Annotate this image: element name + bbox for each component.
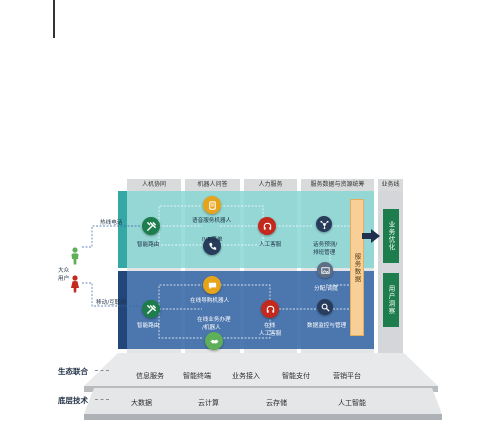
ecosystem-item-terminal: 智能终端: [183, 372, 211, 380]
headset-icon-bottom: [261, 300, 279, 318]
corner-line: [53, 0, 55, 38]
routing-label-bottom: 智能路由: [137, 323, 160, 329]
base-item-cloud-storage: 云存储: [266, 399, 287, 407]
channel-mobile-internet: 移动/互联网: [96, 300, 126, 306]
dispatch-label-2: 排班管理: [313, 250, 336, 256]
top-band-edge: [118, 191, 127, 268]
ecosystem-item-access: 业务接入: [232, 372, 260, 380]
person-icon: [70, 247, 80, 265]
ecosystem-arrow: [95, 370, 109, 371]
user-group-label-2: 用户: [58, 276, 70, 282]
user-group-label-1: 大众: [58, 268, 70, 274]
image-icon: [317, 262, 333, 278]
tools-icon-bottom: [142, 300, 160, 318]
ecosystem-item-marketing: 营销平台: [333, 372, 361, 380]
person-icon-female: [70, 275, 80, 293]
headset-icon: [258, 217, 276, 235]
base-tech-label: 底层技术: [58, 396, 88, 405]
arrow-icon: [362, 229, 380, 243]
ivr-label: IVR菜单: [202, 237, 223, 243]
bottom-band-edge: [118, 271, 127, 349]
human-service-label: 人工客服: [259, 242, 282, 248]
ecosystem-item-info: 信息服务: [136, 372, 164, 380]
chat-icon: [203, 276, 221, 294]
search-icon: [317, 299, 333, 315]
service-data-bar: 服务数据: [350, 199, 364, 336]
base-item-bigdata: 大数据: [131, 399, 152, 407]
network-icon: [316, 216, 332, 232]
phone-icon: [203, 237, 221, 255]
routing-label-top: 智能路由: [137, 242, 160, 248]
online-robot-label-1: 在线业务办理: [197, 317, 231, 323]
ecosystem-label: 生态联合: [58, 367, 88, 376]
nav-robot-label: 在线导购机器人: [190, 298, 230, 304]
tools-icon: [142, 217, 160, 235]
monitor-label: 数据监控与管理: [307, 323, 347, 329]
document-icon: [203, 196, 221, 214]
handshake-icon: [205, 332, 223, 350]
user-insight-box: 用户洞察: [383, 273, 399, 327]
top-band: [118, 191, 374, 268]
base-item-cloud-compute: 云计算: [198, 399, 219, 407]
online-robot-label-2: /机器人: [202, 325, 221, 331]
online-human-label-1: 在线: [264, 323, 276, 329]
distribute-label: 分配/调度: [314, 286, 339, 292]
ecosystem-item-payment: 智能支付: [282, 372, 310, 380]
channel-hotline: 热线电话: [100, 220, 123, 226]
voice-robot-label: 语音服务机器人: [192, 218, 232, 224]
online-human-label-2: 人工客服: [259, 331, 282, 337]
business-optimization-box: 业务优化: [383, 209, 399, 263]
base-item-ai: 人工智能: [338, 399, 366, 407]
dispatch-label-1: 话务预测/: [313, 242, 338, 248]
base-tech-arrow: [95, 399, 109, 400]
